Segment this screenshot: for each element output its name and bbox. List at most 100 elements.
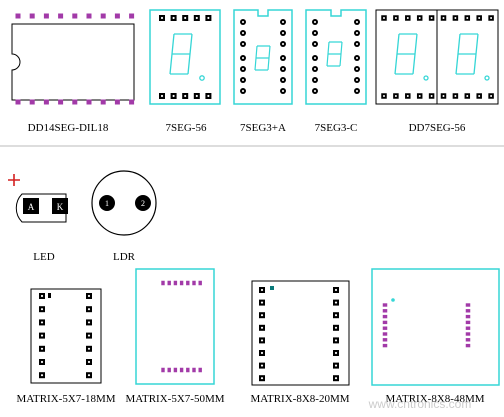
pad-hole [40, 308, 44, 311]
pad-hole [355, 67, 359, 71]
pad-hole [241, 56, 245, 60]
m8x8-20-pin1-marker [270, 286, 274, 290]
dd7seg-bottom-pads [381, 93, 494, 99]
dd7seg-top-pads [381, 15, 494, 21]
led-footprint: A K [8, 174, 68, 223]
pad-hole [442, 95, 445, 97]
pad-hole [334, 351, 338, 355]
pad [114, 13, 120, 19]
seg3a-right-pads [280, 19, 286, 94]
pad-hole [241, 42, 245, 46]
pad-hole [418, 95, 421, 97]
pad-hole [184, 94, 187, 98]
seg56-dp [199, 75, 205, 81]
pad-hole [334, 314, 338, 317]
pad [465, 309, 471, 313]
pad-hole [466, 95, 469, 97]
pad [198, 280, 202, 286]
pad [382, 320, 388, 325]
pad-hole [160, 94, 164, 98]
pad-hole [87, 374, 91, 377]
seg56-footprint [149, 9, 221, 105]
m5x7-50-bottom-pads [161, 367, 202, 373]
pad-hole [313, 56, 317, 60]
label-m8x8-20: MATRIX-8X8-20MM [251, 393, 350, 405]
pad [382, 326, 388, 330]
pad-hole [466, 17, 469, 19]
m8x8-48-outline [371, 268, 500, 386]
pad-hole [207, 94, 210, 98]
pad-hole [195, 16, 198, 20]
m8x8-48-footprint [371, 268, 500, 386]
pad-hole [87, 294, 91, 298]
pad-hole [281, 67, 285, 71]
pad-hole [281, 78, 285, 82]
pad-hole [40, 374, 44, 377]
m5x7-50-top-pads [161, 280, 202, 286]
pad-hole [383, 17, 385, 19]
pad-hole [172, 94, 175, 98]
pad-hole [87, 321, 91, 324]
pad [179, 367, 184, 373]
pad [58, 13, 64, 19]
label-seg3c: 7SEG3-C [315, 122, 358, 134]
pad-hole [418, 17, 421, 19]
m5x7-50-footprint [135, 268, 215, 385]
pad-hole [355, 56, 359, 60]
pad-hole [40, 347, 44, 350]
pad-hole [260, 364, 264, 367]
seg3a-footprint [233, 9, 293, 105]
seg3c-digit-glyph [326, 41, 343, 67]
led-outline [15, 193, 67, 223]
pad-hole [260, 377, 264, 380]
pad [382, 314, 388, 319]
pad-hole [334, 364, 338, 367]
dil18-top-pads [15, 13, 135, 19]
pad-hole [281, 89, 285, 93]
pad [72, 13, 78, 19]
pad [192, 280, 196, 286]
pad-hole [241, 31, 245, 35]
led-cathode-label: K [57, 202, 64, 212]
pad [161, 367, 165, 373]
dd7seg-footprint [375, 9, 499, 105]
label-seg3a: 7SEG3+A [240, 122, 286, 134]
pad [186, 280, 190, 286]
pad [43, 99, 49, 105]
ldr-pin2-pad [135, 195, 151, 211]
pad-hole [313, 89, 317, 93]
pad [173, 280, 178, 286]
pad-hole [260, 339, 264, 342]
ldr-pin2-label: 2 [141, 199, 145, 208]
m5x7-18-outline [30, 288, 102, 384]
pad-hole [334, 339, 338, 342]
watermark: www.cntronics.com [368, 397, 472, 411]
m5x7-50-outline [135, 268, 215, 385]
ldr-outline [91, 170, 157, 236]
pad-hole [313, 67, 317, 71]
pad [465, 332, 471, 336]
pad [72, 99, 78, 105]
label-led: LED [33, 251, 54, 263]
pad [198, 367, 202, 373]
pad-hole [241, 78, 245, 82]
pad [382, 338, 388, 342]
pad [465, 320, 471, 325]
polarity-plus-icon [8, 174, 20, 186]
seg3a-left-pads [240, 19, 246, 94]
led-cathode-pad [52, 198, 68, 214]
pad-hole [406, 95, 409, 97]
pad [382, 343, 388, 348]
pad-hole [281, 31, 285, 35]
seg56-digit-glyph [169, 33, 205, 81]
pad [100, 99, 106, 105]
pad-hole [87, 334, 91, 337]
dil18-body-outline [11, 23, 135, 101]
pad-hole [87, 347, 91, 350]
m8x8-48-pin1-marker [391, 298, 395, 302]
pad-hole [313, 78, 317, 82]
ldr-footprint: 1 2 [91, 170, 157, 236]
seg3c-footprint [305, 9, 367, 105]
pad [465, 338, 471, 342]
